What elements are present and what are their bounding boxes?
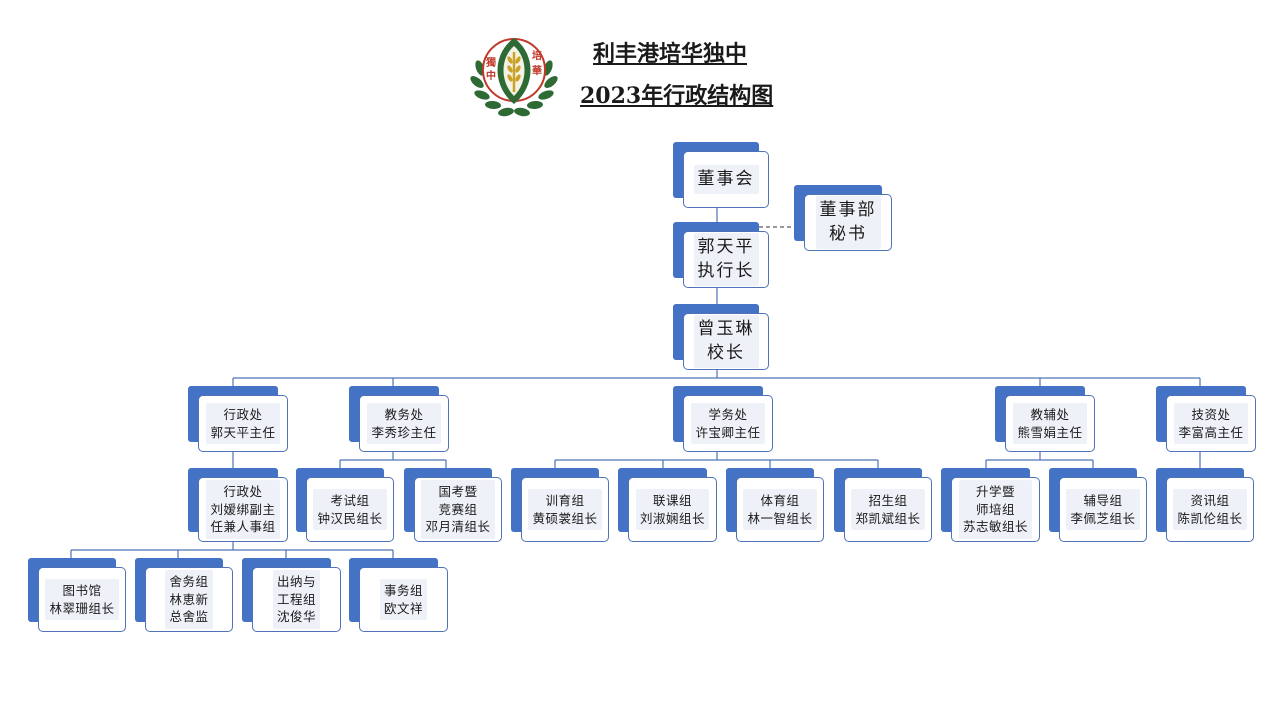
node-board: 董事会 [673,142,769,208]
node-library-label: 图书馆 林翠珊组长 [45,578,119,621]
node-it-group: 资讯组 陈凯伦组长 [1156,468,1254,542]
node-admin-vice-label: 行政处 刘嫒绑副主 任兼人事组 [206,479,280,540]
node-cashier-group: 出纳与 工程组 沈俊华 [242,558,341,632]
node-cashier-group-label: 出纳与 工程组 沈俊华 [272,569,320,630]
node-dept-admin-label: 行政处 郭天平主任 [206,402,280,445]
node-discipline-group-label: 训育组 黄硕裳组长 [528,488,602,531]
school-logo: 獨 中 培 華 [466,34,562,120]
node-counseling-group: 辅导组 李佩芝组长 [1049,468,1147,542]
node-cocurricular-group: 联课组 刘淑娴组长 [618,468,717,542]
node-dept-tech-label: 技资处 李富高主任 [1174,402,1248,445]
svg-text:獨: 獨 [485,56,496,69]
node-it-group-label: 资讯组 陈凯伦组长 [1173,488,1247,531]
node-sports-group-label: 体育组 林一智组长 [743,488,817,531]
node-dept-support-label: 教辅处 熊雪娟主任 [1013,402,1087,445]
node-admin-vice: 行政处 刘嫒绑副主 任兼人事组 [188,468,288,542]
svg-text:中: 中 [486,69,496,82]
node-further-study-group-label: 升学暨 师培组 苏志敏组长 [958,479,1032,540]
node-counseling-group-label: 辅导组 李佩芝组长 [1066,488,1140,531]
node-discipline-group: 训育组 黄硕裳组长 [511,468,609,542]
svg-text:培: 培 [532,49,542,62]
chart-title: 2023年行政结构图 [580,83,774,109]
node-admission-group: 招生组 郑凯斌组长 [834,468,932,542]
node-hostel-group: 舍务组 林恵新 总舍监 [135,558,233,632]
node-ceo-label: 郭天平 执行长 [693,233,759,286]
node-hostel-group-label: 舍务组 林恵新 总舍监 [165,569,213,630]
node-further-study-group: 升学暨 师培组 苏志敏组长 [941,468,1040,542]
node-dept-academic: 教务处 李秀珍主任 [349,386,449,452]
school-name: 利丰港培华独中 [593,41,748,67]
node-board-secretary-label: 董事部 秘书 [815,196,881,249]
node-affairs-group-label: 事务组 欧文祥 [379,578,427,621]
node-cocurricular-group-label: 联课组 刘淑娴组长 [635,488,709,531]
node-affairs-group: 事务组 欧文祥 [349,558,448,632]
node-board-label: 董事会 [693,164,759,195]
node-admission-group-label: 招生组 郑凯斌组长 [851,488,925,531]
node-principal: 曾玉琳 校长 [673,304,769,370]
node-sports-group: 体育组 林一智组长 [726,468,824,542]
node-dept-academic-label: 教务处 李秀珍主任 [367,402,441,445]
node-board-secretary: 董事部 秘书 [794,185,892,251]
node-dept-tech: 技资处 李富高主任 [1156,386,1256,452]
node-exam-group: 考试组 钟汉民组长 [296,468,394,542]
node-dept-support: 教辅处 熊雪娟主任 [995,386,1095,452]
node-library: 图书馆 林翠珊组长 [28,558,126,632]
node-dept-admin: 行政处 郭天平主任 [188,386,288,452]
node-dept-student-label: 学务处 许宝卿主任 [691,402,765,445]
node-competition-group-label: 国考暨 竞赛组 邓月清组长 [421,479,495,540]
node-dept-student: 学务处 许宝卿主任 [673,386,773,452]
node-ceo: 郭天平 执行长 [673,222,769,288]
node-exam-group-label: 考试组 钟汉民组长 [313,488,387,531]
node-competition-group: 国考暨 竞赛组 邓月清组长 [404,468,502,542]
svg-text:華: 華 [532,64,542,77]
node-principal-label: 曾玉琳 校长 [693,315,759,368]
